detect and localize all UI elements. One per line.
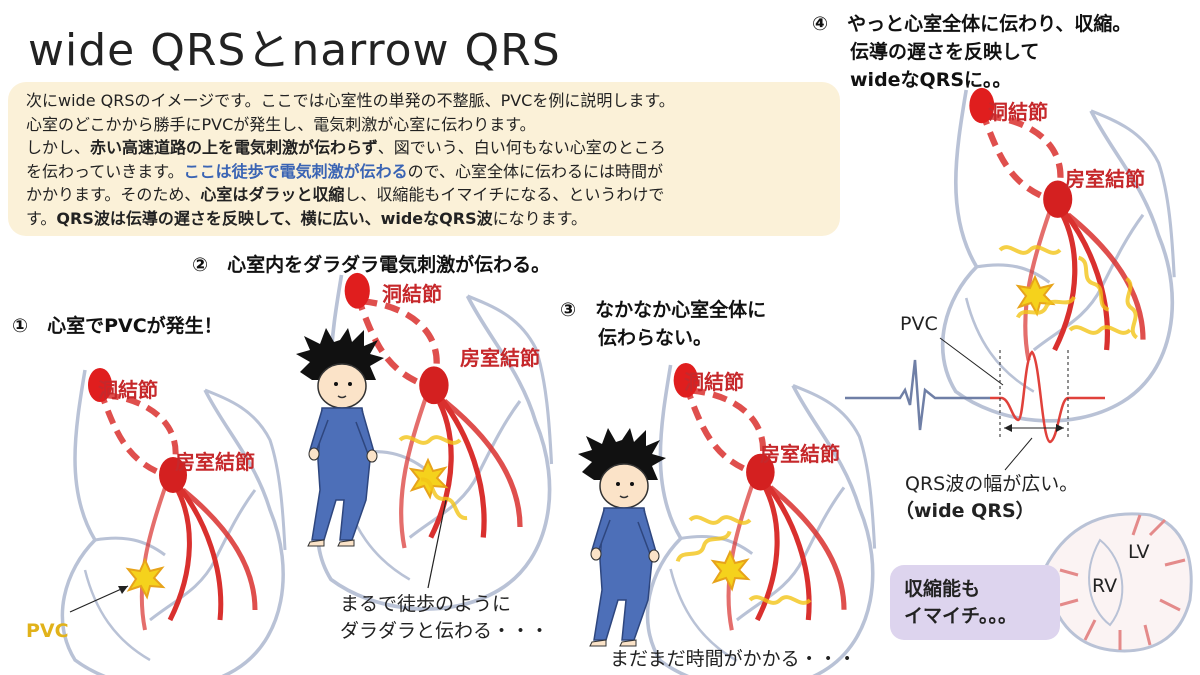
qrs-note-2: （wide QRS）	[895, 500, 1035, 522]
qrs-note-1: QRS波の幅が広い。	[905, 473, 1079, 495]
callout-line-1: 収縮能も	[904, 578, 981, 600]
pvc-arrow-1	[69, 585, 129, 613]
page-title: wide QRSとnarrow QRS	[28, 25, 561, 76]
pvc-star-1	[127, 559, 164, 598]
intro-line-6: す。QRS波は伝導の遅さを反映して、横に広い、wideなQRS波になります。	[26, 208, 587, 228]
step-1-heading: ① 心室でPVCが発生！	[12, 315, 223, 337]
rv-label: RV	[1092, 575, 1118, 597]
callout-line-2: イマイチ。。。	[904, 605, 1018, 627]
intro-line-1: 次にwide QRSのイメージです。ここでは心室性の単発の不整脈、PVCを例に説…	[26, 91, 675, 110]
av-node-label-4: 房室結節	[1065, 167, 1145, 191]
intro-line-4: を伝わっていきます。ここは徒歩で電気刺激が伝わるので、心室全体に伝わるには時間が	[26, 161, 663, 181]
intro-line-5: かかります。そのため、心室はダラッと収縮し、収縮能もイマイチになる、というわけで	[26, 185, 665, 205]
av-node-label-1: 房室結節	[175, 450, 255, 474]
intro-line-3: しかし、赤い高速道路の上を電気刺激が伝わらず、図でいう、白い何もない心室のところ	[26, 138, 666, 158]
intro-box: 次にwide QRSのイメージです。ここでは心室性の単発の不整脈、PVCを例に説…	[8, 82, 840, 236]
sa-node-label-3: 洞結節	[684, 370, 744, 394]
step-3-heading-a: ③ なかなか心室全体に	[560, 299, 767, 321]
sa-node-label-2: 洞結節	[382, 282, 442, 306]
walking-person-2	[577, 427, 667, 647]
pvc-ecg-label: PVC	[900, 313, 938, 335]
av-node-label-2: 房室結節	[460, 346, 540, 370]
av-node-label-3: 房室結節	[760, 442, 840, 466]
lv-label: LV	[1128, 541, 1150, 563]
heart-diagram-4	[943, 88, 1175, 421]
walk-note-1: まるで徒歩のように	[340, 593, 512, 615]
sa-node-label-4: 洞結節	[988, 100, 1048, 124]
contractility-callout: 収縮能も イマイチ。。。	[890, 565, 1060, 640]
pvc-label: PVC	[26, 620, 69, 642]
sa-node-label-1: 洞結節	[98, 378, 158, 402]
step-2-heading: ② 心室内をダラダラ電気刺激が伝わる。	[192, 254, 551, 276]
step-4-heading-c: wideなQRSに。。	[812, 69, 1012, 91]
walking-person-1	[295, 327, 385, 547]
step-4-heading-a: ④ やっと心室全体に伝わり、収縮。	[812, 13, 1132, 35]
ecg-trace	[845, 337, 1105, 471]
ventricle-cross-section	[1043, 512, 1193, 653]
pvc-star-3	[712, 551, 749, 590]
walk-arrow	[427, 499, 447, 589]
pvc-star-2	[410, 459, 447, 498]
step-3-heading-b: 伝わらない。	[560, 327, 713, 349]
time-note: まだまだ時間がかかる・・・	[610, 648, 857, 670]
step-4-heading-b: 伝導の遅さを反映して	[812, 41, 1040, 63]
heart-diagram-1	[62, 368, 285, 675]
heart-diagram-3	[648, 363, 875, 675]
walk-note-2: ダラダラと伝わる・・・	[340, 620, 550, 642]
intro-line-2: 心室のどこかから勝手にPVCが発生し、電気刺激が心室に伝わります。	[26, 114, 536, 134]
